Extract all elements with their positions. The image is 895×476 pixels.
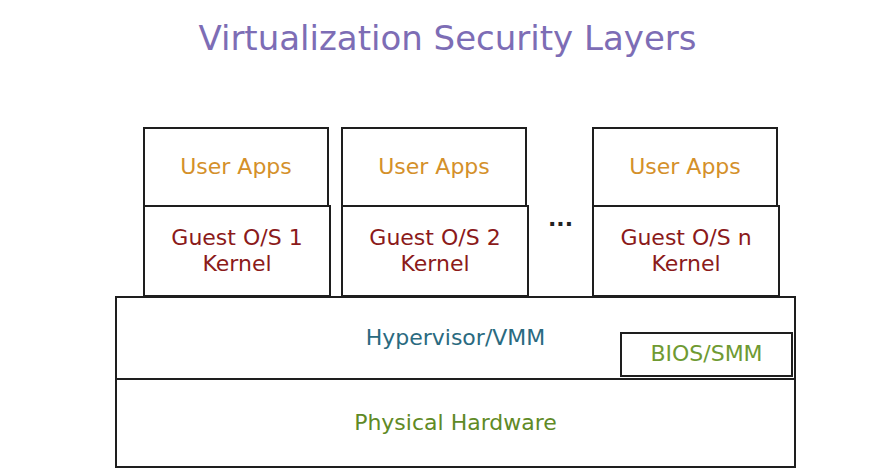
app-layer-box: User Apps <box>341 127 527 207</box>
kernel-layer-box: Guest O/S 2 Kernel <box>341 205 529 297</box>
layer-label: User Apps <box>629 154 741 180</box>
kernel-layer-box: Guest O/S 1 Kernel <box>143 205 331 297</box>
kernel-layer-box: Guest O/S n Kernel <box>592 205 780 297</box>
layer-label: User Apps <box>180 154 292 180</box>
app-layer-box: User Apps <box>143 127 329 207</box>
layer-label: Guest O/S n Kernel <box>600 225 772 278</box>
hypervisor-band: Hypervisor/VMM BIOS/SMM <box>115 296 796 380</box>
layer-label: Physical Hardware <box>354 410 557 436</box>
ellipsis-mark: ... <box>548 206 573 231</box>
firmware-box: BIOS/SMM <box>620 332 793 377</box>
layer-label: Hypervisor/VMM <box>366 325 546 351</box>
diagram-title: Virtualization Security Layers <box>0 18 895 58</box>
layer-label: BIOS/SMM <box>650 341 762 367</box>
app-layer-box: User Apps <box>592 127 778 207</box>
hardware-band: Physical Hardware <box>115 378 796 468</box>
layer-label: Guest O/S 1 Kernel <box>151 225 323 278</box>
layer-label: User Apps <box>378 154 490 180</box>
layer-label: Guest O/S 2 Kernel <box>349 225 521 278</box>
